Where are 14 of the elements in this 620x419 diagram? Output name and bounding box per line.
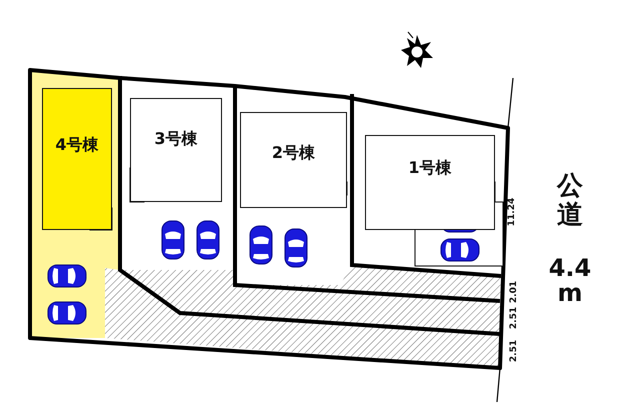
dimension-label: 2.01 [509,280,520,304]
road-label: 公道 [557,172,583,230]
house-outline [130,98,222,202]
building-label: 2号棟 [272,143,316,164]
building-label: 1号棟 [408,158,452,179]
dimension-label: 11.24 [507,198,518,226]
house-outline [365,135,495,230]
dimension-label: 2.51 [509,306,520,330]
house-outline [240,112,347,208]
building-label: 3号棟 [154,129,198,150]
dimension-label: 2.51 [509,340,520,362]
building-label: 4号棟 [55,135,99,156]
road-width-label: 4.4 m [548,256,592,306]
house-outline [42,88,112,230]
